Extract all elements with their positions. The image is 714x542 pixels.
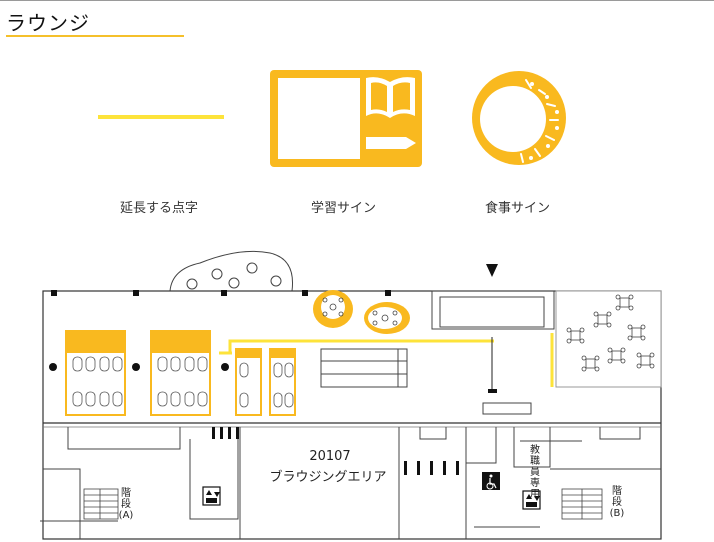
tactile-stripes-center <box>404 461 459 475</box>
lounge-walls <box>42 290 662 540</box>
dining-sign-label: 食事サイン <box>485 201 551 216</box>
staff-elevator-icon <box>522 490 541 510</box>
bay-stools <box>186 262 282 290</box>
wall-columns <box>51 290 391 296</box>
svg-text:教: 教 <box>530 443 540 456</box>
round-table-right <box>364 302 410 334</box>
stairs-a <box>83 488 119 520</box>
stair-a-label: 階 段 (A) <box>119 487 134 521</box>
study-sign-label: 学習サイン <box>311 201 377 216</box>
bench-shelves <box>320 348 408 388</box>
braille-route-line <box>228 339 494 353</box>
accessible-restroom-icon <box>482 472 500 490</box>
stairs-b <box>561 488 603 520</box>
svg-text:用: 用 <box>530 489 540 500</box>
round-table-left <box>313 290 353 328</box>
lower-walls <box>40 427 661 539</box>
svg-text:職: 職 <box>530 455 540 467</box>
room-number: 20107 <box>309 449 350 464</box>
tactile-stripes-left <box>212 427 239 439</box>
room-name: ブラウジングエリア <box>269 469 386 485</box>
dining-sign-icon <box>472 71 566 165</box>
entrance-structure <box>431 290 555 330</box>
title-underline <box>6 35 184 37</box>
braille-legend-label: 延長する点字 <box>120 201 199 216</box>
elevator-icon <box>202 486 221 506</box>
dining-tables <box>570 297 651 369</box>
stair-b-label: 階 段 (B) <box>610 485 625 519</box>
study-sign-icon <box>270 70 422 167</box>
svg-text:段: 段 <box>121 497 131 510</box>
entrance-arrow-icon <box>486 264 498 277</box>
svg-text:員: 員 <box>530 466 540 478</box>
counter-desk <box>482 402 532 415</box>
staff-only-label: 教 職 員 専 用 <box>530 443 540 500</box>
braille-line-legend <box>98 115 224 119</box>
page-title: ラウンジ <box>6 11 90 35</box>
svg-text:階: 階 <box>612 485 622 497</box>
svg-text:(B): (B) <box>610 508 625 519</box>
svg-text:専: 専 <box>530 477 540 489</box>
lounge-bay-outline <box>169 250 294 292</box>
svg-text:階: 階 <box>121 487 131 499</box>
round-pillars <box>49 363 229 371</box>
dining-area <box>555 290 662 388</box>
svg-text:段: 段 <box>612 495 622 508</box>
svg-text:(A): (A) <box>119 510 134 521</box>
study-table-3 <box>235 348 262 416</box>
